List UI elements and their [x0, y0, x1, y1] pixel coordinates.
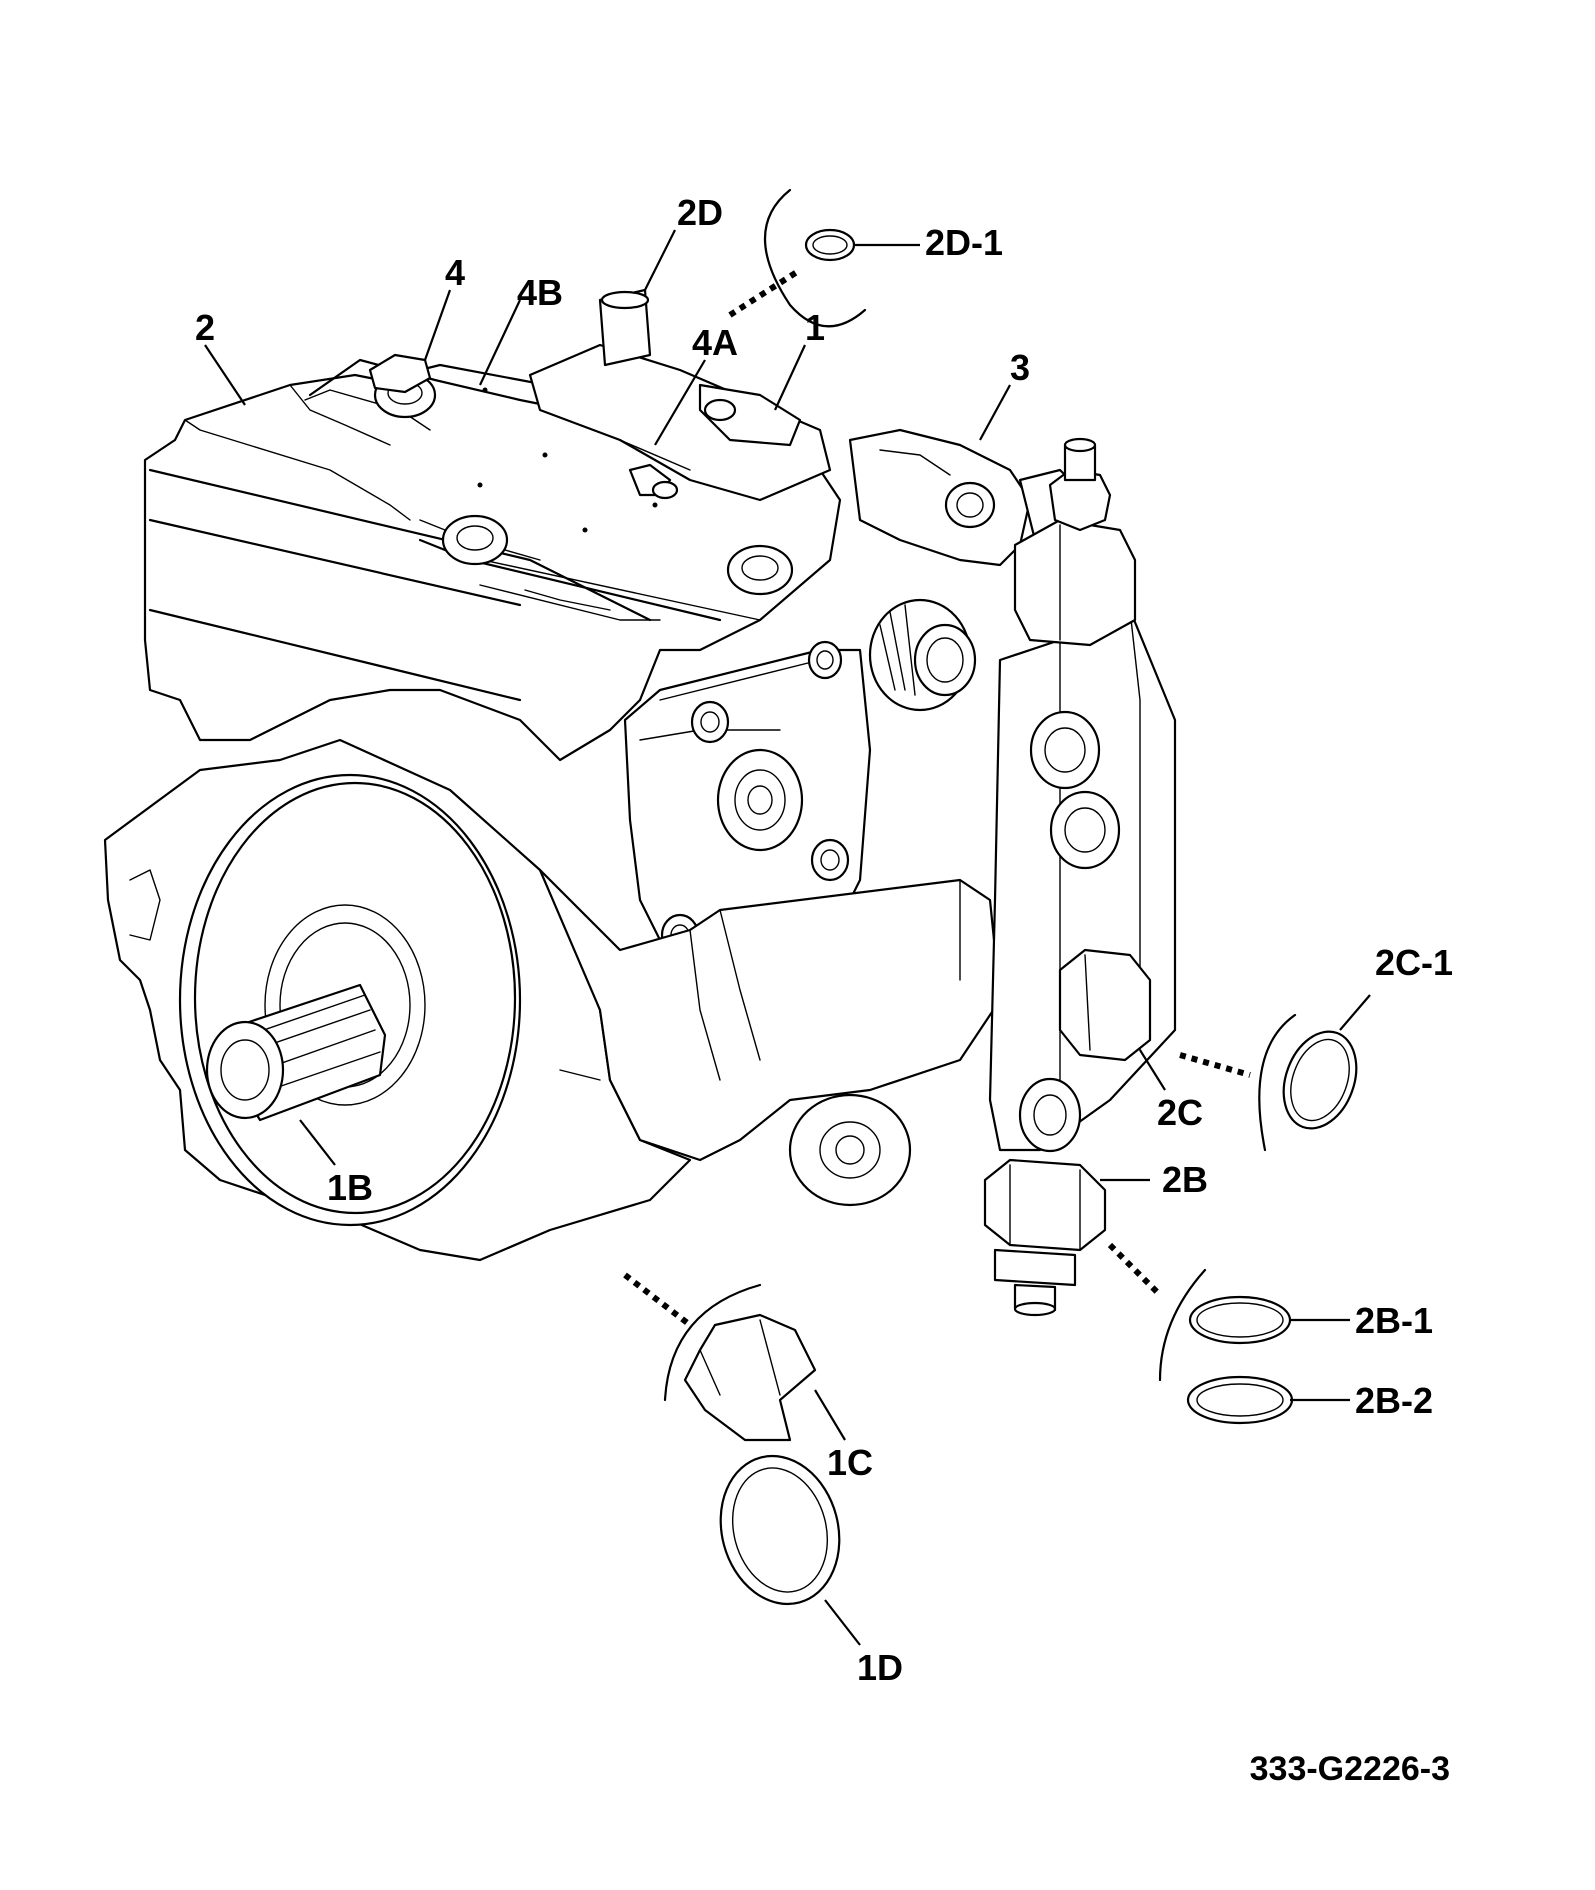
callout-2D: 2D [677, 192, 723, 233]
splined-shaft [205, 983, 387, 1122]
bolt-icon [726, 544, 794, 596]
side-valve-stack [988, 608, 1177, 1153]
bolt-icon [1029, 710, 1101, 790]
figure-reference: 333-G2226-3 [1250, 1750, 1450, 1788]
callout-1D: 1D [857, 1647, 903, 1688]
o-ring-2C-1 [1179, 1013, 1358, 1152]
o-ring-2B-1 [1107, 1242, 1292, 1382]
o-ring-2B-2 [1186, 1375, 1294, 1425]
top-plug [368, 353, 432, 394]
callout-1B: 1B [327, 1167, 373, 1208]
callout-3: 3 [1010, 347, 1030, 388]
bolt-icon [807, 640, 843, 680]
callout-2B-1: 2B-1 [1355, 1300, 1433, 1341]
callout-1: 1 [805, 307, 825, 348]
callout-4: 4 [445, 252, 465, 293]
callout-2C: 2C [1157, 1092, 1203, 1133]
callout-4B: 4B [517, 272, 563, 313]
bolt-icon [1049, 790, 1121, 870]
seal-ring-1D [719, 1454, 841, 1606]
callout-2C-1: 2C-1 [1375, 942, 1453, 983]
bolt-icon [810, 838, 850, 882]
bolt-icon [1018, 1077, 1082, 1153]
callout-2: 2 [195, 307, 215, 348]
control-valve-block [528, 288, 832, 502]
callout-2B-2: 2B-2 [1355, 1380, 1433, 1421]
leader-lines [204, 229, 1371, 1646]
callout-2D-1: 2D-1 [925, 222, 1003, 263]
callout-labels: 2D 2D-1 4 4B 2 4A 1 3 2C-1 2C 2B 2B-1 2B… [195, 192, 1453, 1688]
callout-2B: 2B [1162, 1159, 1208, 1200]
callout-1C: 1C [827, 1442, 873, 1483]
bolt-icon [690, 700, 730, 744]
lower-housing [538, 868, 1002, 1207]
top-fitting [698, 383, 802, 447]
bolt-icon [441, 514, 509, 566]
o-ring-2D-1 [728, 188, 867, 328]
end-cap [623, 640, 872, 962]
callout-4A: 4A [692, 322, 738, 363]
bottom-fitting [983, 1158, 1107, 1317]
knurled-knob [868, 598, 977, 712]
coupling-1C [623, 1272, 817, 1442]
pressure-adjuster [1013, 437, 1137, 647]
relief-valve-block [848, 428, 1082, 567]
